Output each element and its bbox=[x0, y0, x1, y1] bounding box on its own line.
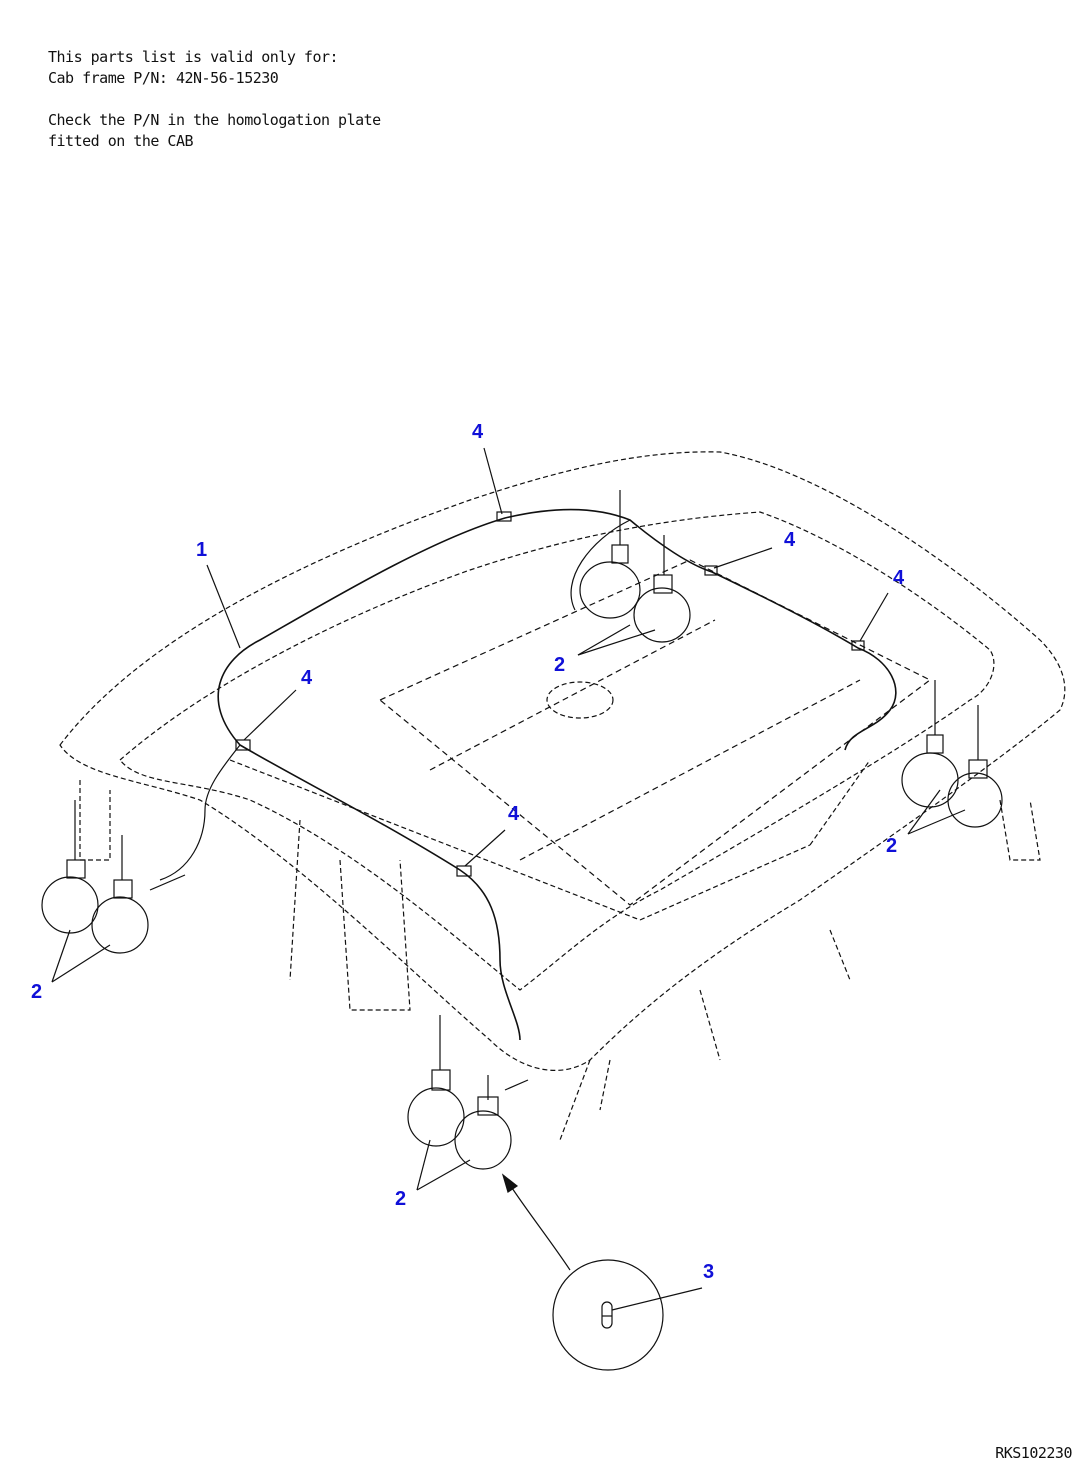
note-line-4: fitted on the CAB bbox=[48, 132, 194, 150]
note-line-2: Cab frame P/N: 42N-56-15230 bbox=[48, 69, 279, 87]
callout-4-right: 4 bbox=[893, 567, 905, 589]
roof-outline bbox=[59, 451, 1066, 1071]
validity-note: This parts list is valid only for: Cab f… bbox=[48, 47, 381, 152]
callout-4-right-upper: 4 bbox=[784, 529, 796, 551]
roof-inner-panel bbox=[119, 511, 995, 991]
callout-2-right: 2 bbox=[886, 835, 898, 857]
callout-2-left: 2 bbox=[31, 981, 43, 1003]
front-pillar-right bbox=[559, 1059, 591, 1141]
wire-harness bbox=[217, 508, 897, 751]
bulb-icon bbox=[601, 1301, 613, 1329]
drawing-code: RKS102230 bbox=[995, 1444, 1072, 1462]
roof-hatch bbox=[378, 559, 932, 906]
callout-4-front: 4 bbox=[508, 803, 520, 825]
detail-arrow bbox=[509, 1184, 571, 1271]
roof-dome bbox=[546, 681, 614, 719]
callout-4-left: 4 bbox=[301, 667, 313, 689]
lamp-group-right bbox=[901, 680, 1003, 828]
harness-clamps bbox=[235, 511, 865, 877]
callout-2-front: 2 bbox=[395, 1188, 407, 1210]
callout-1: 1 bbox=[196, 539, 208, 561]
front-pillar-left bbox=[289, 819, 301, 981]
callout-3: 3 bbox=[703, 1261, 715, 1283]
lamp-group-left bbox=[41, 800, 186, 954]
note-line-3: Check the P/N in the homologation plate bbox=[48, 111, 381, 129]
lamp-group-rear-center bbox=[579, 490, 691, 643]
callout-2-rear-center: 2 bbox=[554, 654, 566, 676]
detail-circle bbox=[552, 1259, 664, 1371]
callout-4-top: 4 bbox=[472, 421, 484, 443]
note-line-1: This parts list is valid only for: bbox=[48, 48, 339, 66]
lamp-group-front bbox=[407, 1015, 529, 1170]
